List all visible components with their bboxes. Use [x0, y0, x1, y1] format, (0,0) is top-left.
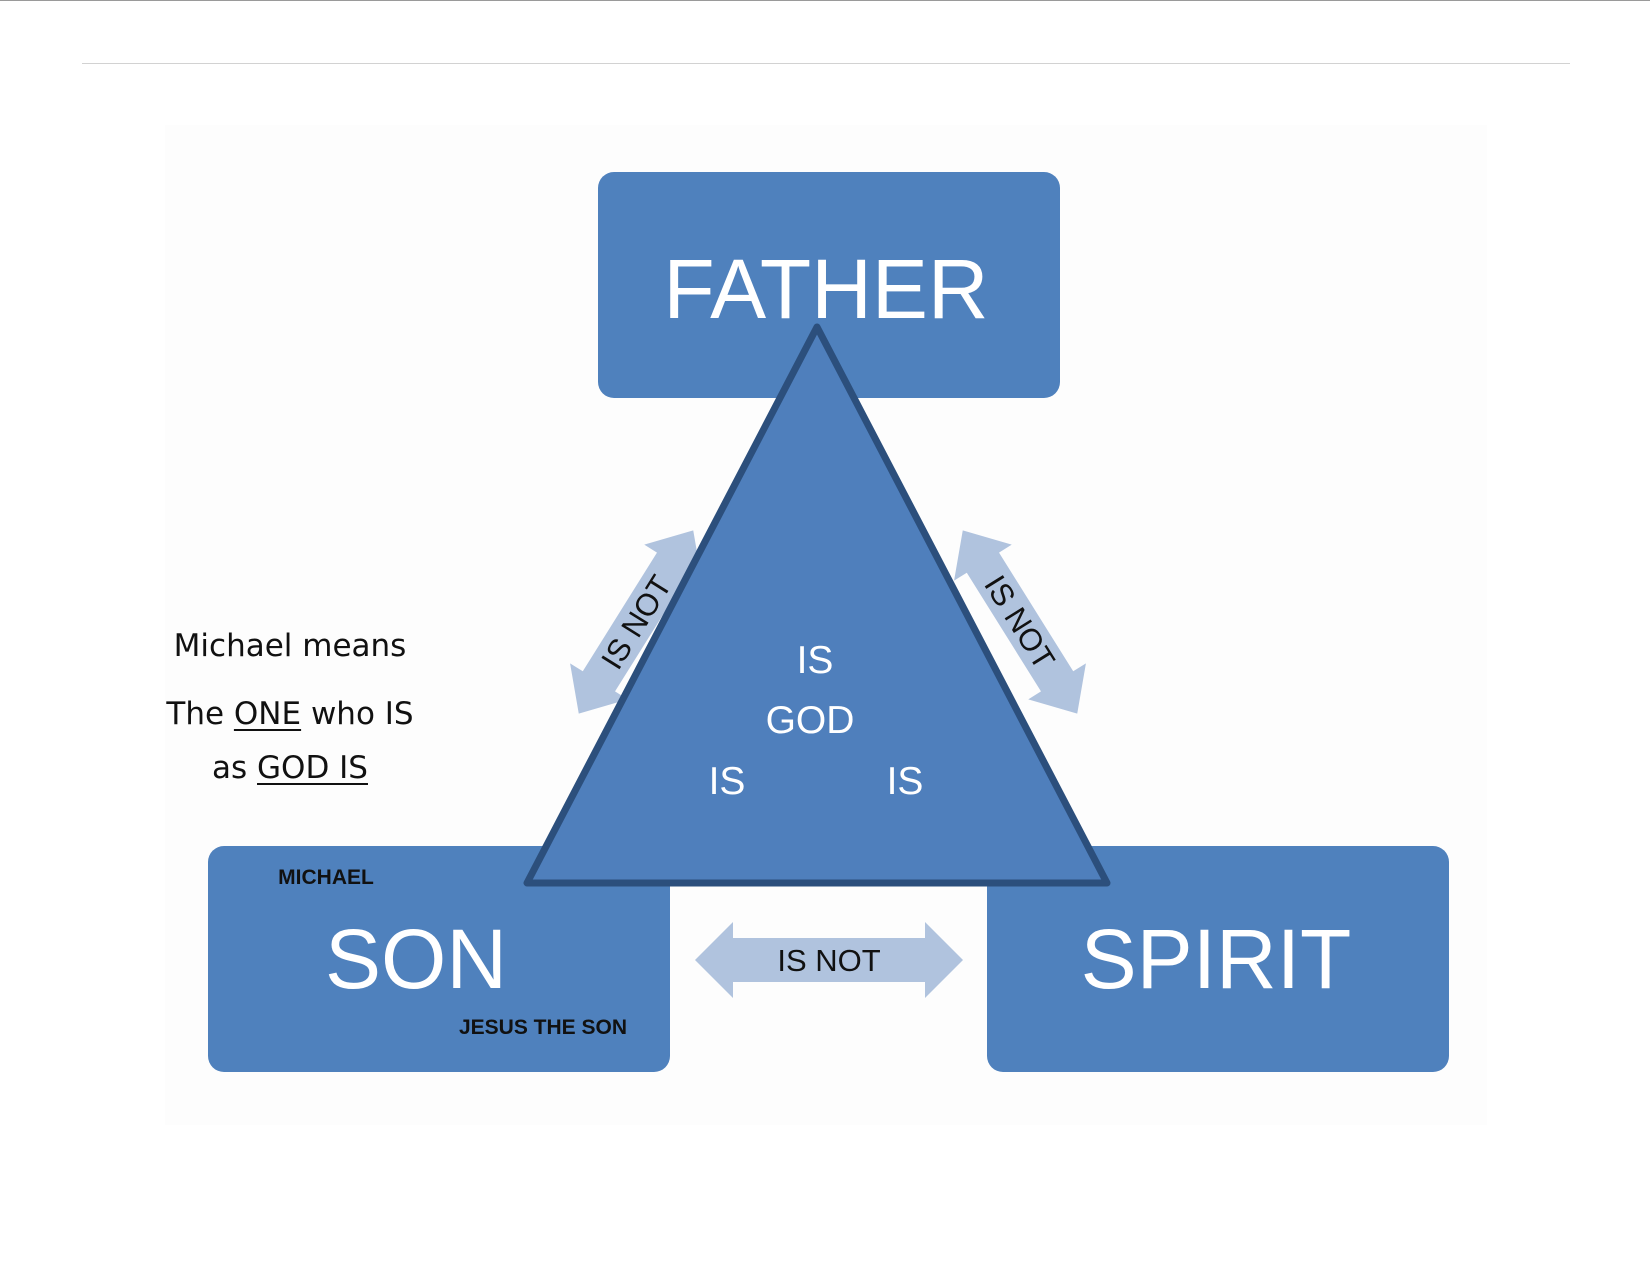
spirit-label: SPIRIT [1081, 912, 1352, 1006]
header-rule [82, 63, 1570, 64]
god-triangle [523, 323, 1111, 887]
bottom-is-not-label: IS NOT [777, 943, 880, 978]
side-note-one-underlined: ONE [233, 696, 302, 732]
center-god: GOD [766, 699, 855, 742]
side-note-line-2: The ONE who IS [140, 699, 440, 730]
father-box [598, 172, 1060, 398]
bottom-is-not-arrow: IS NOT [695, 922, 963, 998]
center-top-is: IS [797, 639, 834, 682]
side-note-line-1: Michael means [140, 631, 440, 662]
side-note-line-3: as GOD IS [140, 753, 440, 784]
spirit-box [987, 846, 1449, 1072]
side-note-line-2-suffix: who IS [301, 696, 414, 732]
center-left-is: IS [709, 760, 746, 803]
left-double-arrow-shape [570, 530, 702, 714]
jesus-the-son-label: JESUS THE SON [459, 1016, 627, 1039]
son-label: SON [325, 912, 507, 1006]
side-note-line-1-text: Michael means [173, 628, 407, 664]
michael-label: MICHAEL [278, 866, 374, 889]
right-double-arrow-shape [954, 530, 1086, 714]
side-note-line-2-prefix: The [166, 696, 234, 732]
son-box [208, 846, 670, 1072]
page-top-border [0, 0, 1650, 1]
side-note-line-3-prefix: as [212, 750, 258, 786]
center-right-is: IS [887, 760, 924, 803]
father-label: FATHER [663, 242, 988, 336]
side-note-god-is-underlined: GOD IS [257, 750, 368, 786]
bottom-double-arrow-shape [695, 922, 963, 998]
